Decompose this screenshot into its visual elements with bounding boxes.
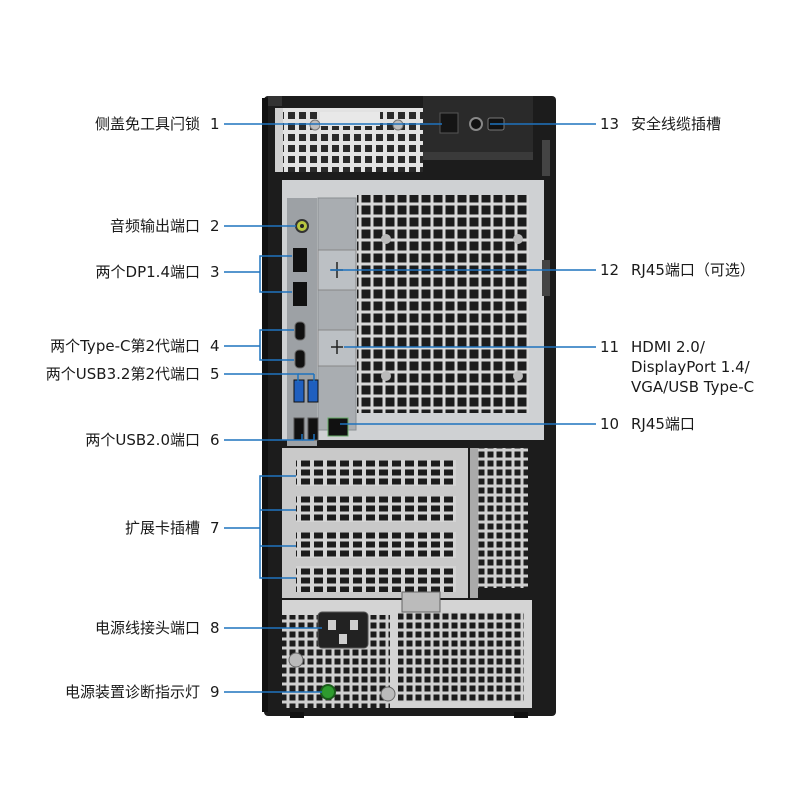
callout-label-1: 侧盖免工具闩锁 xyxy=(94,115,200,133)
callout-number-11: 11 xyxy=(600,338,620,356)
callout-number-12: 12 xyxy=(600,261,620,279)
callout-number-9: 9 xyxy=(210,683,220,701)
rj45-port xyxy=(327,417,349,437)
io-plate xyxy=(317,197,357,431)
callout-number-13: 13 xyxy=(600,115,620,133)
usb32-port-1 xyxy=(293,379,305,403)
callout-label-8: 电源线接头端口 xyxy=(94,619,200,637)
callout-label-9: 电源装置诊断指示灯 xyxy=(64,683,200,701)
leader-lines xyxy=(224,123,596,693)
callout-number-6: 6 xyxy=(210,431,220,449)
callout-number-1: 1 xyxy=(210,115,220,133)
callout-number-4: 4 xyxy=(210,337,220,355)
expansion-slot-3 xyxy=(296,532,456,558)
callout-label-3: 两个DP1.4端口 xyxy=(95,263,200,281)
type-c-port-1 xyxy=(294,321,306,341)
fan-vent xyxy=(357,195,529,413)
callout-label-2: 音频输出端口 xyxy=(109,217,200,235)
callout-number-8: 8 xyxy=(210,619,220,637)
psu-diagnostic-led xyxy=(320,684,336,700)
type-c-port-2 xyxy=(294,349,306,369)
expansion-slot-1 xyxy=(296,460,456,486)
callout-label-12: RJ45端口（可选） xyxy=(631,261,755,279)
callout-number-7: 7 xyxy=(210,519,220,537)
callout-number-3: 3 xyxy=(210,263,220,281)
callout-number-10: 10 xyxy=(600,415,620,433)
dp-port-2 xyxy=(293,282,307,306)
callout-label-5: 两个USB3.2第2代端口 xyxy=(45,365,200,383)
callout-number-5: 5 xyxy=(210,365,220,383)
callout-label-10: RJ45端口 xyxy=(631,415,695,433)
expansion-slot-4 xyxy=(296,566,456,592)
dp-port-1 xyxy=(293,248,307,272)
security-cable-slot-icon xyxy=(469,117,483,131)
callout-label-7: 扩展卡插槽 xyxy=(124,519,200,537)
callout-label-11: HDMI 2.0/ DisplayPort 1.4/ VGA/USB Type-… xyxy=(631,338,755,396)
callout-label-4: 两个Type-C第2代端口 xyxy=(50,337,200,355)
expansion-slot-2 xyxy=(296,496,456,522)
usb32-port-2 xyxy=(307,379,319,403)
usb20-port-2 xyxy=(307,417,319,441)
callout-label-6: 两个USB2.0端口 xyxy=(85,431,200,449)
callout-number-2: 2 xyxy=(210,217,220,235)
callout-label-13: 安全线缆插槽 xyxy=(631,115,722,133)
